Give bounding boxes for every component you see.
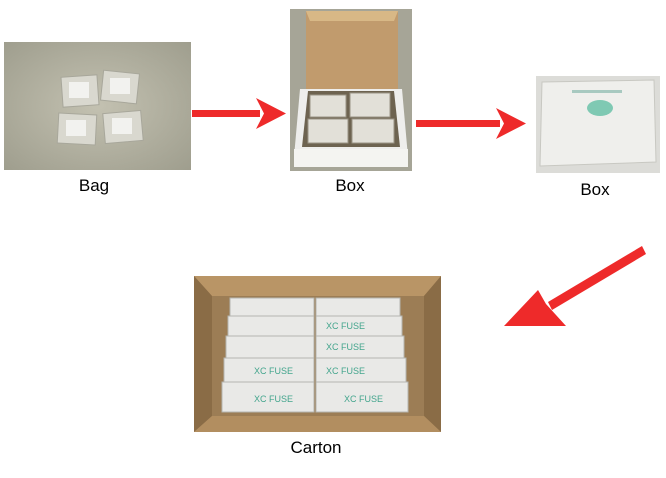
svg-text:XC FUSE: XC FUSE (326, 366, 365, 376)
arrow-right-icon (190, 96, 290, 132)
svg-text:XC FUSE: XC FUSE (326, 321, 365, 331)
closed-box-photo (536, 76, 660, 173)
svg-text:XC FUSE: XC FUSE (326, 342, 365, 352)
svg-text:XC FUSE: XC FUSE (344, 394, 383, 404)
carton-label: Carton (290, 438, 342, 457)
arrow-right-icon (412, 106, 530, 142)
closed-box-label: Box (580, 180, 610, 199)
bag-photo (4, 42, 191, 170)
open-box-label: Box (335, 176, 365, 195)
carton-photo: XC FUSE XC FUSE XC FUSE XC FUSE XC FUSE … (194, 276, 441, 432)
bag-label: Bag (78, 176, 110, 195)
svg-text:XC FUSE: XC FUSE (254, 366, 293, 376)
arrow-down-left-icon (500, 238, 650, 338)
open-box-photo (290, 9, 412, 171)
svg-text:XC FUSE: XC FUSE (254, 394, 293, 404)
